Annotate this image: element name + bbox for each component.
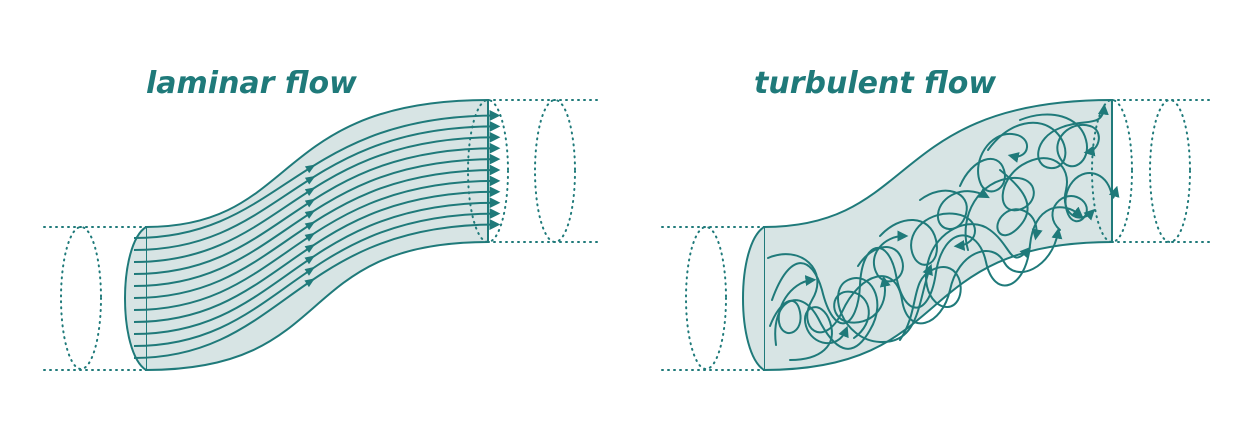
laminar-streamline-arrow bbox=[304, 187, 316, 196]
turbulent-path bbox=[769, 275, 817, 334]
turbulent-title: turbulent flow bbox=[754, 66, 996, 101]
laminar-title: laminar flow bbox=[146, 66, 357, 101]
laminar-streamline-arrow bbox=[304, 175, 316, 185]
laminar-streamline bbox=[133, 142, 501, 275]
laminar-panel: laminar flow bbox=[43, 66, 599, 372]
turbulent-path bbox=[996, 169, 1043, 241]
turbulent-paths bbox=[767, 103, 1120, 361]
turbulent-path bbox=[1051, 172, 1120, 231]
turbulent-path bbox=[899, 223, 1031, 341]
turbulent-path bbox=[987, 103, 1109, 170]
turbulent-guide-lines bbox=[661, 99, 1215, 371]
turbulent-path bbox=[964, 157, 1096, 251]
laminar-streamline-arrow bbox=[304, 221, 316, 231]
turbulent-path bbox=[774, 263, 933, 350]
turbulent-path bbox=[857, 230, 909, 283]
laminar-streamline-arrow bbox=[304, 244, 316, 253]
laminar-pipe-outlet bbox=[467, 99, 509, 243]
laminar-streamline-arrow bbox=[304, 209, 316, 219]
laminar-streamline bbox=[133, 110, 501, 239]
laminar-streamlines bbox=[133, 110, 501, 359]
laminar-streamline-arrow bbox=[304, 164, 316, 174]
laminar-streamline bbox=[133, 131, 501, 263]
turbulent-pipe-outlet bbox=[1091, 99, 1133, 243]
laminar-streamline bbox=[133, 153, 501, 287]
laminar-streamline-arrow bbox=[304, 255, 316, 265]
laminar-streamline bbox=[133, 175, 501, 311]
laminar-streamline bbox=[133, 186, 501, 323]
laminar-pipe bbox=[145, 98, 489, 372]
laminar-streamline bbox=[133, 208, 501, 347]
laminar-streamline-arrow bbox=[304, 198, 316, 208]
laminar-streamline bbox=[133, 164, 501, 299]
laminar-streamline-arrow bbox=[304, 232, 316, 242]
laminar-streamline-arrow bbox=[304, 266, 316, 276]
turbulent-path bbox=[879, 212, 976, 266]
turbulent-path bbox=[919, 188, 990, 230]
laminar-guide-lines bbox=[43, 99, 599, 371]
turbulent-path bbox=[833, 275, 891, 339]
turbulent-path bbox=[767, 227, 1063, 334]
turbulent-panel: turbulent flow bbox=[661, 66, 1215, 372]
laminar-streamline-arrow bbox=[304, 278, 315, 288]
turbulent-path bbox=[1019, 113, 1100, 168]
laminar-streamline bbox=[133, 219, 501, 359]
turbulent-pipe-inlet bbox=[742, 226, 765, 371]
turbulent-path bbox=[959, 132, 1028, 193]
laminar-streamline bbox=[133, 120, 501, 251]
turbulent-path bbox=[789, 306, 849, 361]
laminar-streamline bbox=[133, 197, 501, 335]
